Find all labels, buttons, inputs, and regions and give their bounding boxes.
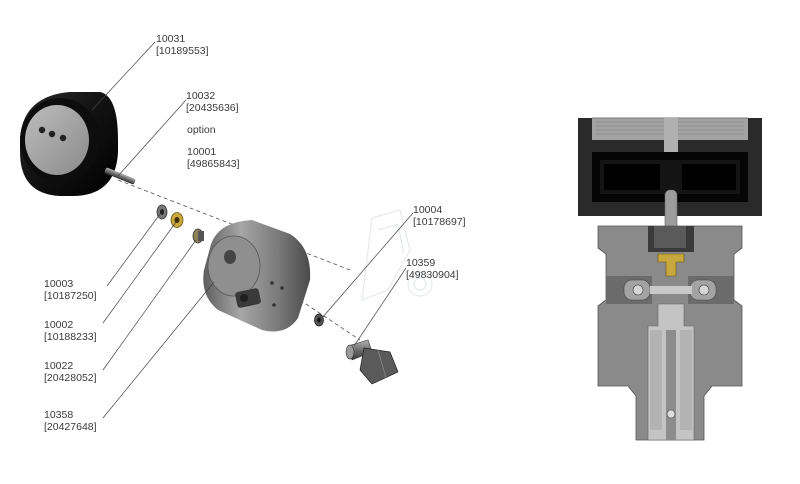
label-alt-number: [49830904] (406, 269, 459, 281)
label-option: option (187, 124, 216, 136)
label-alt-number: [10178697] (413, 216, 466, 228)
label-10032: 10032 [20435636] (186, 90, 239, 114)
label-10003: 10003 [10187250] (44, 278, 97, 302)
label-10359: 10359 [49830904] (406, 257, 459, 281)
label-alt-number: [49865843] (187, 158, 240, 170)
label-alt-number: [10187250] (44, 290, 97, 302)
label-10001: 10001 [49865843] (187, 146, 240, 170)
label-part-number: 10359 (406, 257, 436, 269)
label-10358: 10358 [20427648] (44, 409, 97, 433)
label-alt-number: [20427648] (44, 421, 97, 433)
label-part-number: 10004 (413, 204, 443, 216)
label-alt-number: [10188233] (44, 331, 97, 343)
label-part-number: 10002 (44, 319, 74, 331)
part-10003-washer (156, 204, 168, 220)
label-part-number: 10032 (186, 90, 216, 102)
label-part-number: 10022 (44, 360, 74, 372)
label-part-number: 10031 (156, 33, 186, 45)
part-10002-brass-washer (170, 212, 184, 228)
part-10004-washer (314, 313, 324, 327)
part-10358-body (203, 220, 311, 332)
assembly-axis-lower (299, 299, 361, 341)
part-10031-cap (20, 92, 118, 196)
label-10002: 10002 [10188233] (44, 319, 97, 343)
label-alt-number: [20428052] (44, 372, 97, 384)
exploded-view (20, 41, 433, 419)
section-brass-seat (657, 253, 685, 277)
label-part-number: 10001 (187, 146, 217, 158)
label-alt-number: [10189553] (156, 45, 209, 57)
label-option-text: option (187, 124, 216, 136)
section-view (578, 117, 762, 441)
part-10032-pin (104, 167, 136, 185)
label-part-number: 10358 (44, 409, 74, 421)
label-10022: 10022 [20428052] (44, 360, 97, 384)
part-10359-outlet-fitting (345, 339, 399, 385)
label-10004: 10004 [10178697] (413, 204, 466, 228)
watermark-logo (361, 209, 433, 301)
leader-lines (91, 41, 414, 419)
label-part-number: 10003 (44, 278, 74, 290)
part-10022-fitting (192, 228, 204, 244)
label-10031: 10031 [10189553] (156, 33, 209, 57)
section-side-ports (606, 276, 734, 304)
label-alt-number: [20435636] (186, 102, 239, 114)
